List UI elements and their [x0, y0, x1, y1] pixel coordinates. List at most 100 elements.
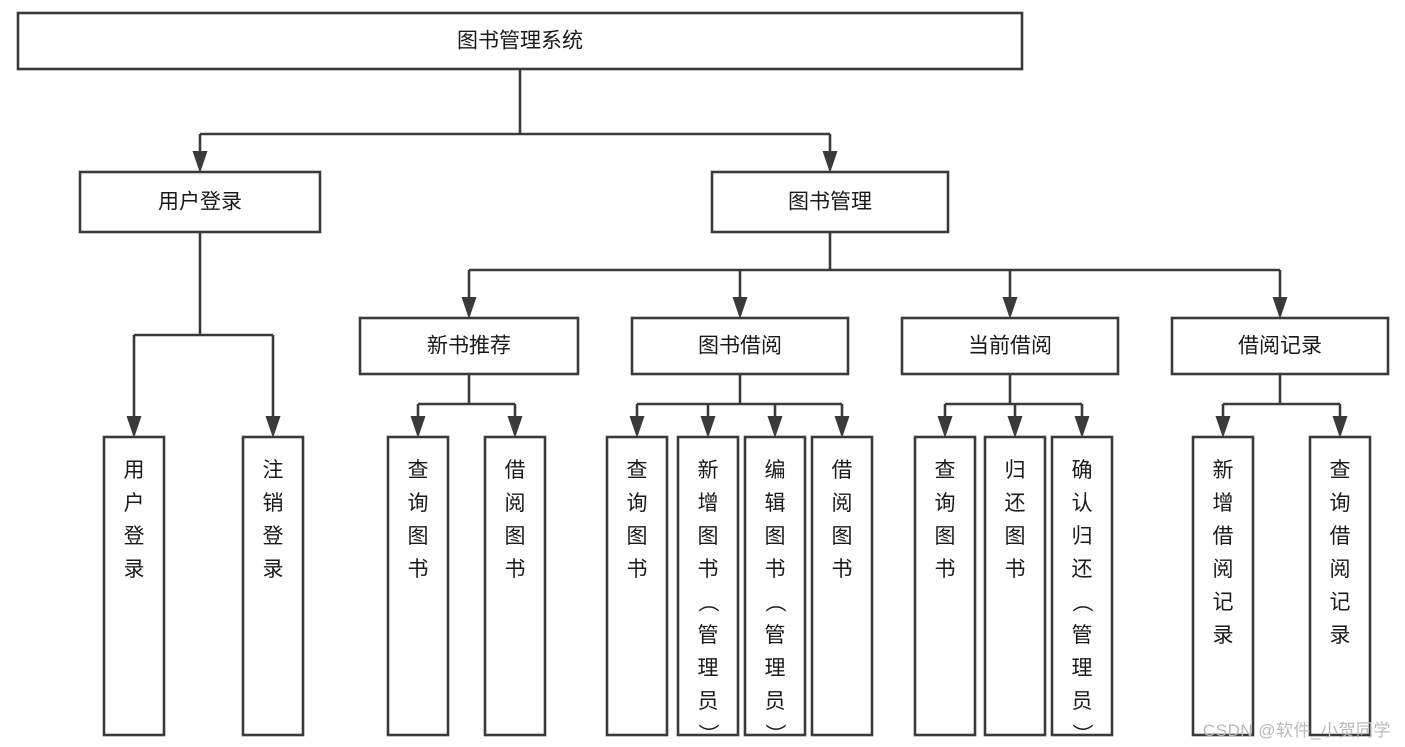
node-user-login[interactable]: 用户登录	[78, 170, 322, 234]
node-label-char: 增	[698, 492, 719, 515]
node-label-char: 户	[124, 492, 145, 515]
node-book-manage[interactable]: 图书管理	[710, 170, 950, 234]
node-box	[1170, 316, 1390, 376]
arrow-head-icon	[834, 416, 850, 438]
node-label-char: 员	[765, 690, 786, 713]
node-label-char: 图	[698, 525, 719, 548]
node-label-char: 图	[1005, 525, 1026, 548]
node-label-char: 借	[832, 459, 853, 482]
node-label-char: 销	[263, 492, 284, 515]
node-label-char: ）	[763, 724, 786, 745]
node-label-char: 书	[765, 558, 786, 581]
node-label: 借阅记录	[1238, 335, 1322, 358]
node-new-book-recommend[interactable]: 新书推荐	[358, 316, 580, 376]
node-box	[78, 170, 322, 234]
node-label-char: 录	[263, 558, 284, 581]
node-label-char: 借	[505, 459, 526, 482]
node-label-char: 图	[935, 525, 956, 548]
node-label-char: 书	[408, 558, 429, 581]
arrow-head-icon	[507, 416, 523, 438]
node-label-char: 记	[1213, 591, 1234, 614]
node-label-char: 还	[1005, 492, 1026, 515]
arrow-head-icon	[732, 297, 748, 319]
arrow-head-icon	[126, 416, 142, 438]
node-label-char: 图	[408, 525, 429, 548]
node-label-char: 还	[1072, 558, 1093, 581]
node-label-char: 理	[698, 657, 719, 680]
node-box	[16, 11, 1024, 71]
node-box	[241, 435, 305, 737]
node-label-char: 员	[698, 690, 719, 713]
node-label-char: 查	[935, 459, 956, 482]
node-label-char: 图	[627, 525, 648, 548]
node-label-char: 询	[935, 492, 956, 515]
node-box	[483, 435, 547, 737]
node-root[interactable]: 图书管理系统	[16, 11, 1024, 71]
node-label-char: 员	[1072, 690, 1093, 713]
node-label-char: 确	[1072, 459, 1093, 482]
node-label-char: 借	[1213, 525, 1234, 548]
node-label-char: 归	[1072, 525, 1093, 548]
node-borrow-record[interactable]: 借阅记录	[1170, 316, 1390, 376]
node-label-char: 归	[1005, 459, 1026, 482]
node-label-char: 录	[1330, 624, 1351, 647]
node-label: 当前借阅	[968, 335, 1052, 358]
node-label-char: 图	[505, 525, 526, 548]
node-box	[710, 170, 950, 234]
node-box	[386, 435, 450, 737]
node-label-char: 书	[698, 558, 719, 581]
node-label-char: 询	[1330, 492, 1351, 515]
arrow-head-icon	[265, 416, 281, 438]
node-label-char: 辑	[765, 492, 786, 515]
connector-layer	[126, 69, 1348, 438]
node-label-char: 书	[1005, 558, 1026, 581]
arrow-head-icon	[629, 416, 645, 438]
arrow-head-icon	[767, 416, 783, 438]
node-box	[1308, 435, 1372, 737]
node-label-char: 编	[765, 459, 786, 482]
node-box	[900, 316, 1120, 376]
node-box	[983, 435, 1047, 737]
node-label-char: 新	[1213, 459, 1234, 482]
node-label-char: 询	[627, 492, 648, 515]
node-current-borrow[interactable]: 当前借阅	[900, 316, 1120, 376]
arrow-head-icon	[937, 416, 953, 438]
node-box	[102, 435, 166, 737]
node-label-char: 书	[627, 558, 648, 581]
node-label-char: 查	[627, 459, 648, 482]
node-label-char: 增	[1213, 492, 1234, 515]
node-box	[676, 435, 740, 737]
node-box	[358, 316, 580, 376]
arrow-head-icon	[410, 416, 426, 438]
node-box	[1050, 435, 1114, 737]
node-label: 用户登录	[158, 191, 242, 214]
node-label-char: 管	[765, 624, 786, 647]
node-box	[605, 435, 669, 737]
node-label-char: （	[1070, 592, 1093, 613]
node-label-char: 新	[698, 459, 719, 482]
arrow-head-icon	[1002, 297, 1018, 319]
arrow-head-icon	[192, 151, 208, 173]
node-layer: 图书管理系统用户登录图书管理新书推荐图书借阅当前借阅借阅记录用户登录注销登录查询…	[16, 11, 1390, 745]
node-label-char: 登	[124, 525, 145, 548]
node-label-char: 注	[263, 459, 284, 482]
node-label: 图书管理	[788, 191, 872, 214]
node-book-borrow[interactable]: 图书借阅	[630, 316, 850, 376]
node-leaf-user-login[interactable]: 用户登录	[102, 435, 166, 737]
node-label-char: 书	[832, 558, 853, 581]
node-box	[743, 435, 807, 737]
node-box	[810, 435, 874, 737]
